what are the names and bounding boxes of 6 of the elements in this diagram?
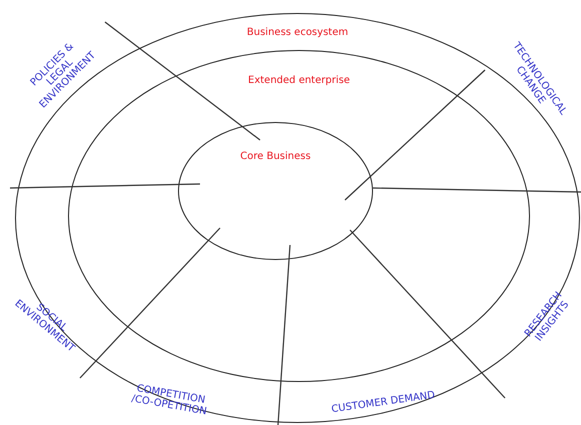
ring-title: Business ecosystem [244,27,350,38]
ellipse-ring [15,13,580,423]
ring-title: Core Business [238,151,313,162]
factor-label: CUSTOMER DEMAND [330,389,436,415]
ring-title: Extended enterprise [246,75,352,86]
ellipse-ring [178,122,373,260]
